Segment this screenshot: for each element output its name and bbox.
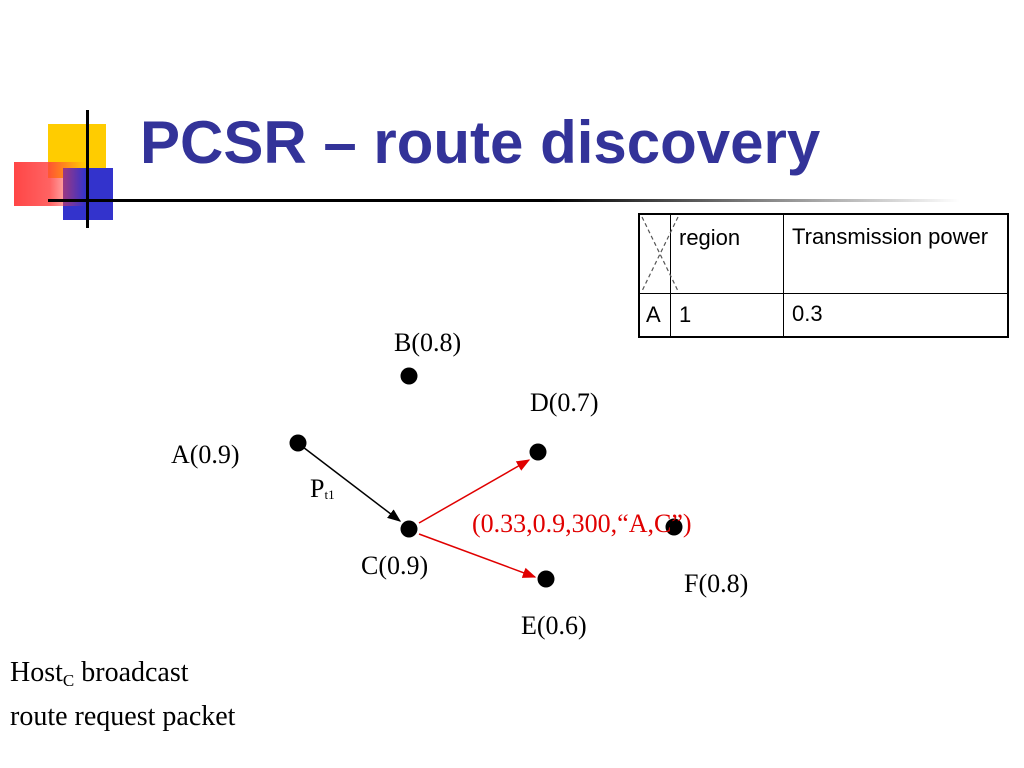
caption-host: Host [10,657,63,688]
packet-subscript: t1 [324,487,335,502]
node-a-dot [289,434,307,452]
edge-a-to-c [298,443,402,522]
broadcast-packet-label: (0.33,0.9,300,“A,C”) [472,509,692,538]
node-e-label: E(0.6) [521,611,587,640]
page-title: PCSR – route discovery [140,109,821,176]
caption-host-subscript: C [62,671,75,690]
node-c-dot [400,520,418,538]
title-underline [48,199,960,202]
table-header-row: region Transmission power [638,213,1009,294]
node-c-label: C(0.9) [361,551,429,580]
packet-label: Pt1 [310,474,335,510]
decor-red-bar [14,162,86,206]
caption-broadcast: broadcast [74,657,189,688]
table-header-power: Transmission power [783,213,1009,294]
table-corner-cell [638,213,679,294]
node-d-dot [529,443,547,461]
caption-line-1: HostC broadcast [10,655,235,699]
node-b-label: B(0.8) [394,328,462,357]
node-info-table: region Transmission power A 1 0.3 [638,213,1009,338]
node-f-label: F(0.8) [684,569,749,598]
packet-name: P [310,474,325,503]
node-e-dot [537,570,555,588]
table-row: A 1 0.3 [638,293,1009,338]
node-b-dot [400,367,418,385]
table-cell-region: 1 [670,293,784,338]
table-header-region: region [670,213,784,294]
node-f-dot [665,518,683,536]
caption-line-2: route request packet [10,701,236,732]
decor-vertical-line [86,110,89,228]
node-d-label: D(0.7) [530,388,599,417]
node-a-label: A(0.9) [171,440,240,469]
edge-c-to-e [418,533,537,578]
table-cell-label: A [638,293,671,338]
edge-c-to-d [418,459,531,524]
table-cell-power: 0.3 [783,293,1009,338]
slide-caption: HostC broadcast route request packet [10,655,235,735]
